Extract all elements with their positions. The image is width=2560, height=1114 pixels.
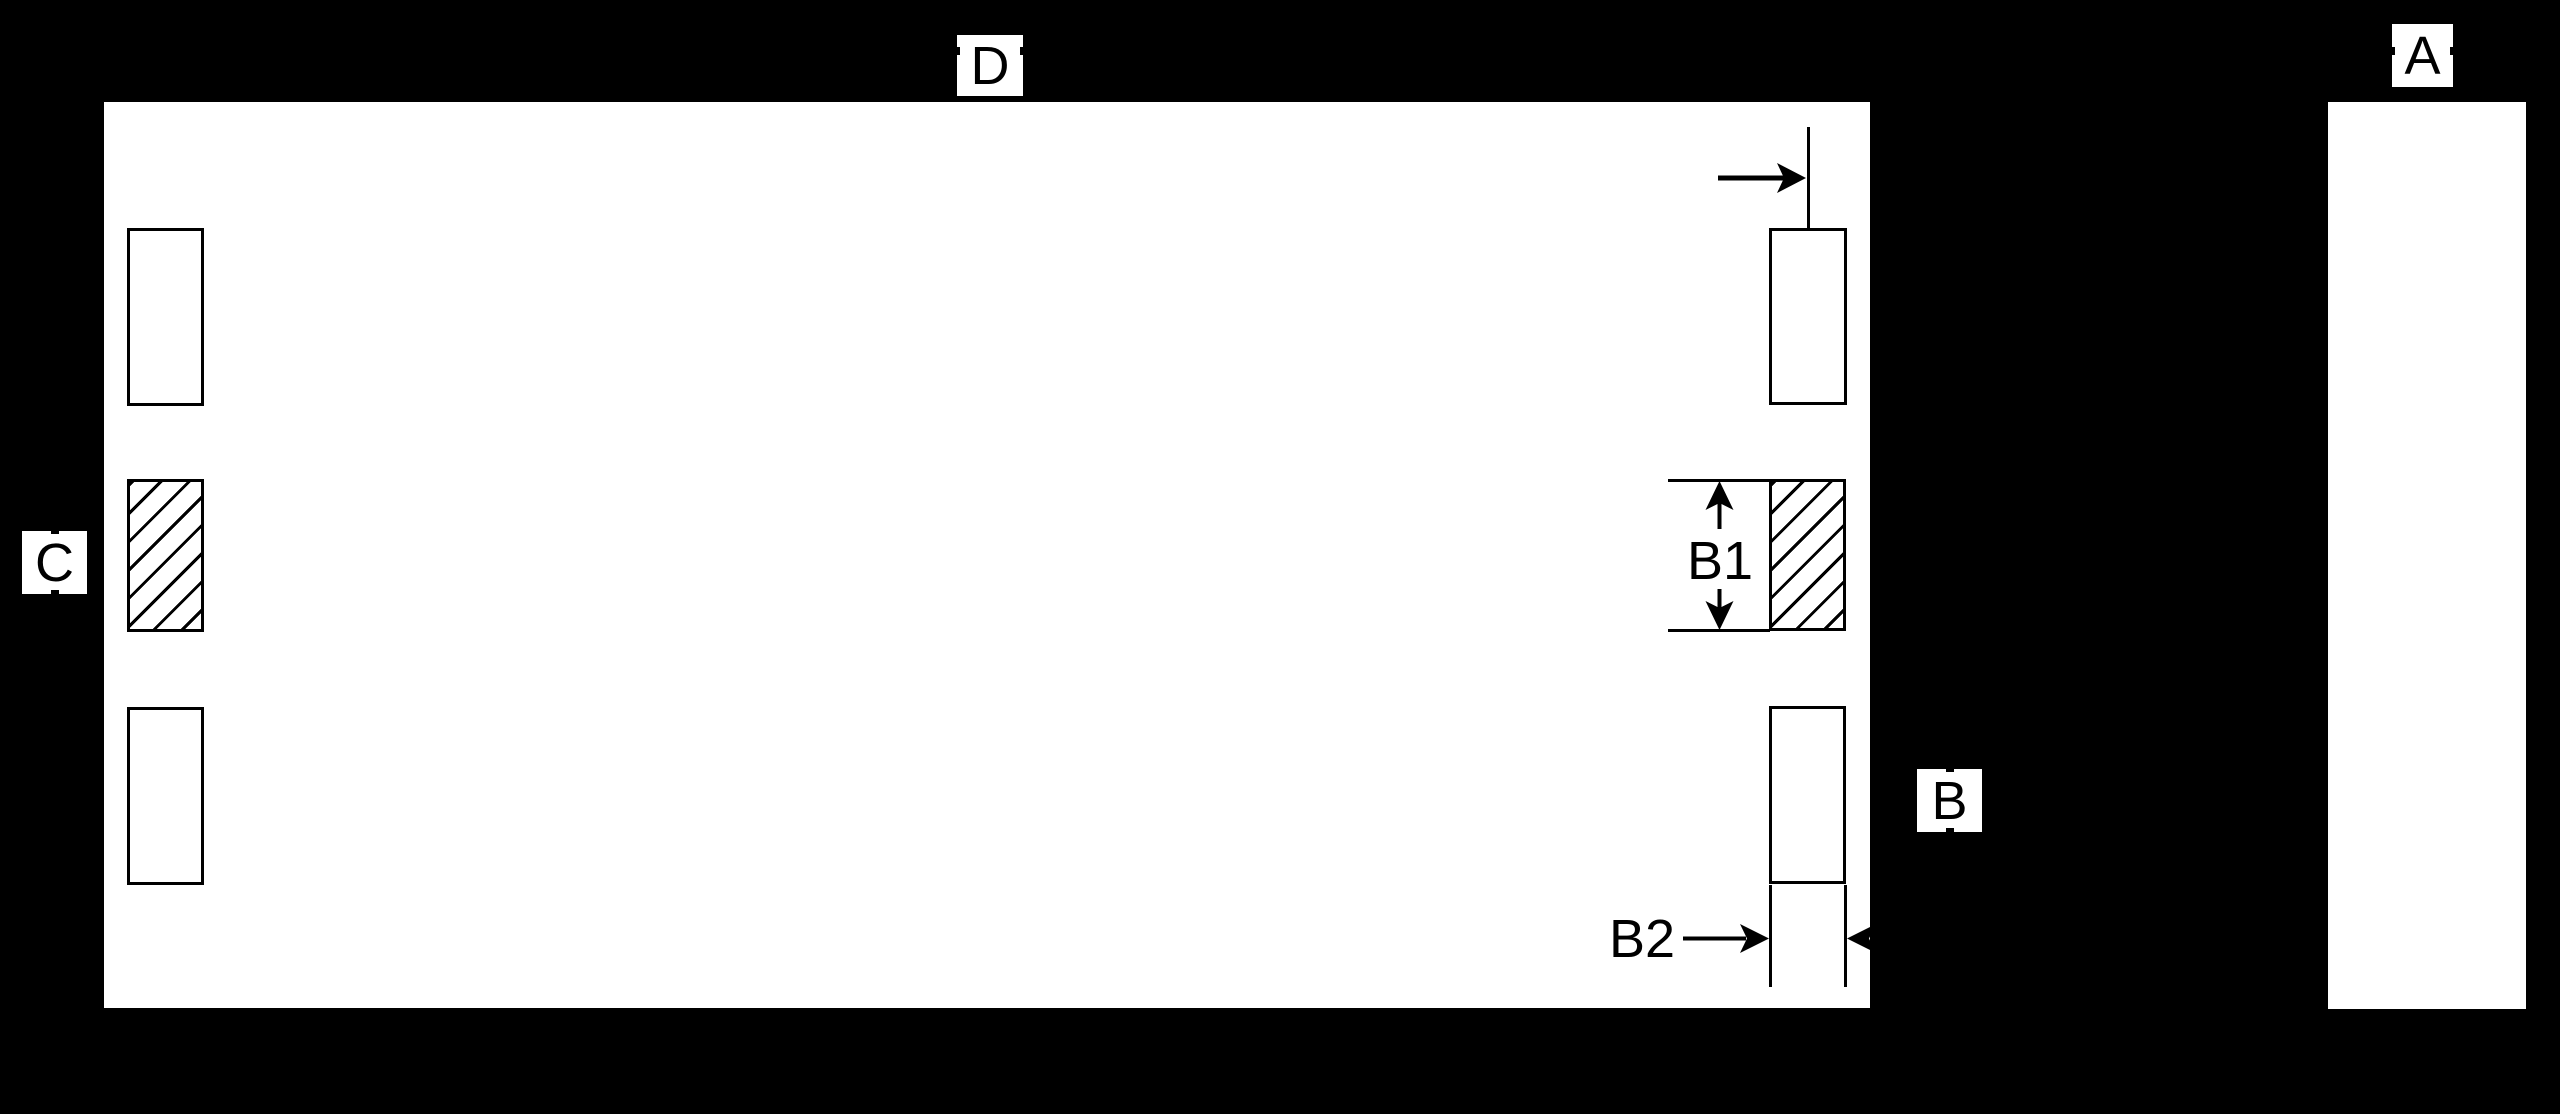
pad-left-top [127,228,204,406]
side-view-outline [2328,102,2526,1009]
dimension-label-b2: B2 [1606,911,1678,967]
pad-left-bottom [127,707,204,885]
label-chip-c: C [22,531,87,594]
dimension-label-b1: B1 [1685,533,1755,589]
b1-text: B1 [1686,531,1754,591]
label-d-text: D [970,35,1010,96]
label-c-text: C [35,532,74,593]
label-chip-b: B [1917,769,1982,832]
pad-right-center-hatched [1769,479,1846,631]
pad-right-bottom [1769,706,1846,884]
pad-left-center-hatched [127,479,204,632]
label-chip-d: D [957,35,1023,96]
b2-text: B2 [1608,909,1676,969]
top-view-outline [104,102,1870,1008]
pad-right-top [1769,228,1847,405]
label-chip-a: A [2392,24,2453,87]
label-b-text: B [1931,770,1968,831]
label-a-text: A [2404,25,2441,86]
